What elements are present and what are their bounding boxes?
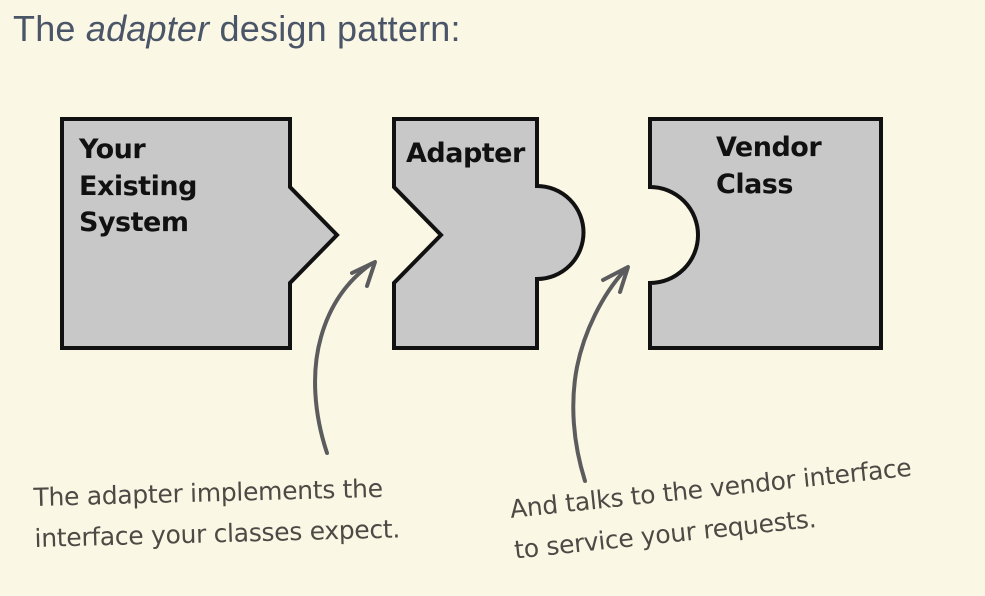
annotation-adapter-implements: The adapter implements the interface you…	[33, 473, 401, 553]
curved-arrow-icon-left	[313, 260, 377, 455]
title-text-end: design pattern:	[209, 8, 461, 49]
curved-arrow-icon-right	[571, 265, 630, 483]
page-title: The adapter design pattern:	[13, 8, 461, 50]
puzzle-piece-vendor-class	[648, 117, 883, 350]
title-italic-word: adapter	[85, 8, 210, 49]
piece-label-vendor-class: Vendor Class	[716, 132, 822, 200]
curved-arrow-right-shaft	[571, 268, 627, 483]
curved-arrow-left-head	[350, 260, 377, 288]
title-text-start: The	[13, 8, 86, 49]
curved-arrow-right-head	[601, 265, 630, 294]
piece-label-your-existing-system: Your Existing System	[79, 134, 197, 239]
puzzle-piece-your-existing-system	[60, 117, 340, 350]
piece-label-adapter: Adapter	[406, 138, 525, 169]
curved-arrow-left-shaft	[313, 262, 373, 455]
puzzle-piece-adapter	[392, 117, 586, 350]
